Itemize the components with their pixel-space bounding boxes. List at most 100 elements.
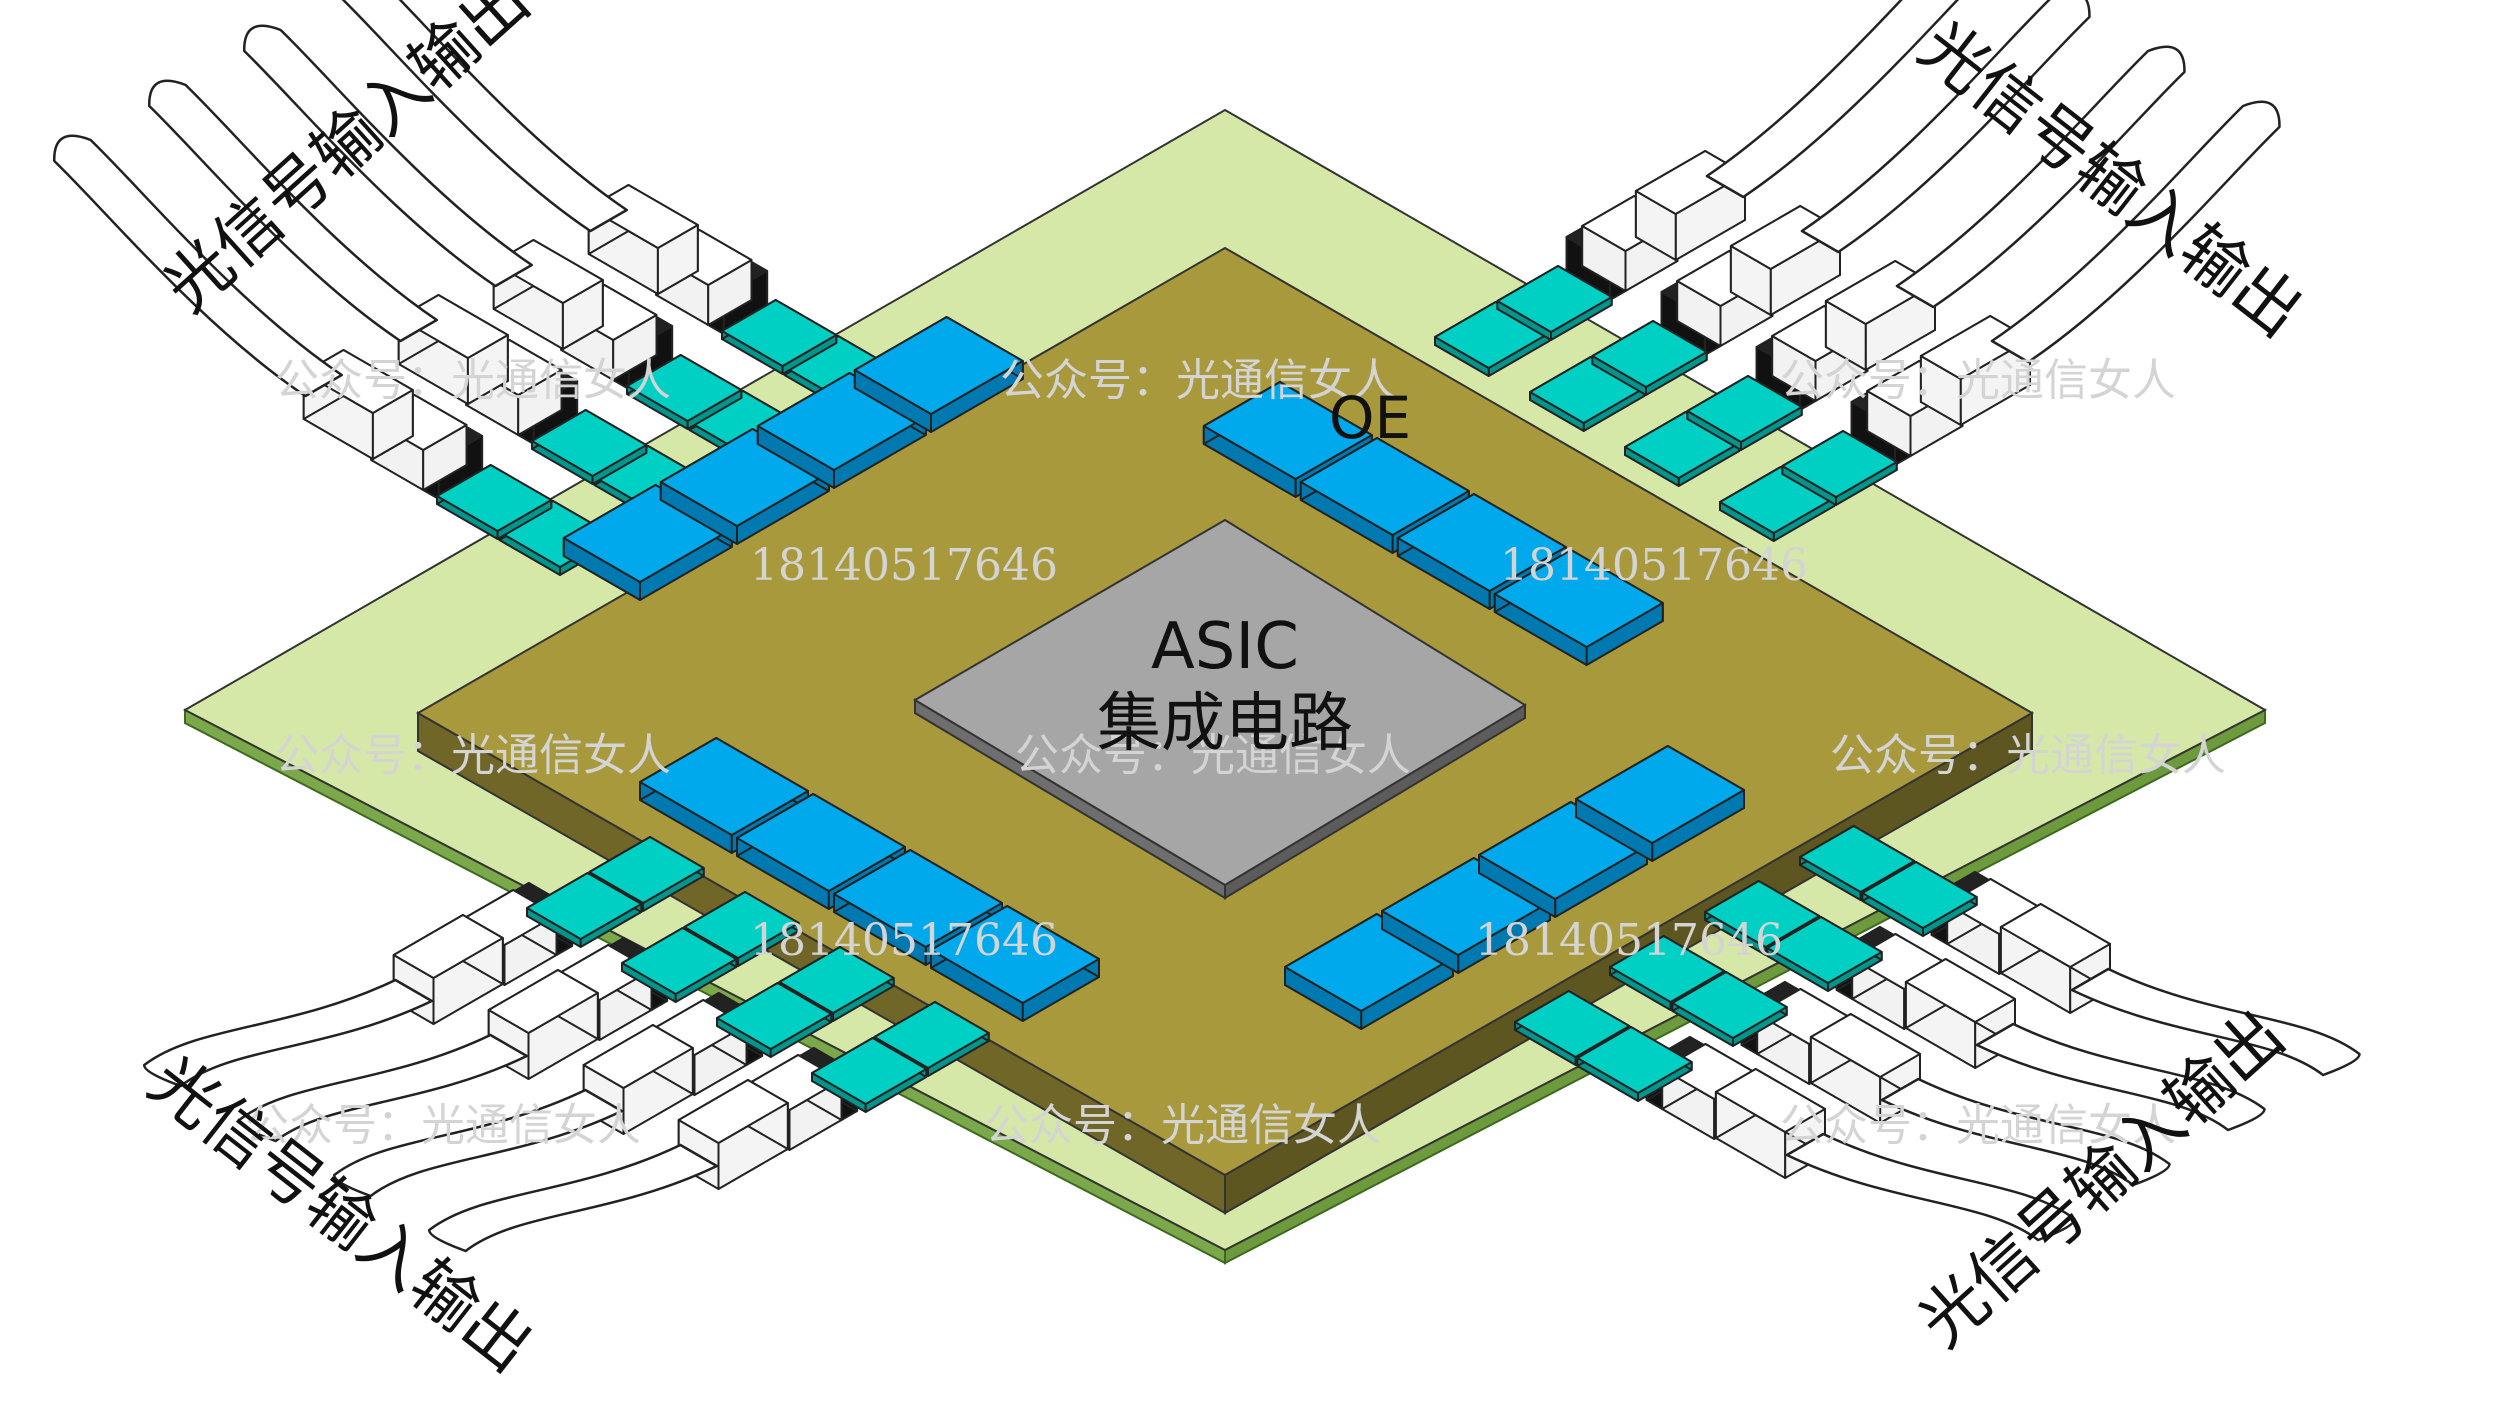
connector-pad-top <box>778 946 895 1014</box>
connector-pad <box>526 872 643 948</box>
connector-pad <box>1609 935 1726 1011</box>
connector-pad-top <box>683 891 800 959</box>
connector-housing-top <box>1809 1013 1921 1078</box>
watermark-number: 18140517646 <box>750 540 1058 591</box>
connector-pad-top <box>1766 916 1883 984</box>
connector-housing <box>487 969 599 1080</box>
oe-module <box>853 316 1024 433</box>
fiber-cable <box>1800 0 2091 254</box>
connector-housing-top <box>397 294 509 359</box>
connector-pad <box>1781 430 1898 506</box>
fiber-cable <box>333 1088 624 1198</box>
watermark-brand: 公众号：光通信女人 <box>1830 730 2226 781</box>
connector-pad-top <box>588 836 705 904</box>
fiber-assembly <box>243 24 674 390</box>
oe-module <box>1493 549 1664 666</box>
connector-housing <box>1904 958 2016 1069</box>
connector-pad-top <box>531 409 648 477</box>
connector-pad-top <box>716 982 833 1050</box>
connector-pad <box>1576 1026 1693 1102</box>
connector-housing <box>587 184 699 295</box>
fiber-cable <box>1705 0 1960 199</box>
watermark-brand: 公众号：光通信女人 <box>275 730 671 781</box>
connector-housing-top <box>302 349 414 414</box>
oe-module-top <box>1202 381 1373 480</box>
fiber-cable <box>1785 1132 2076 1242</box>
fiber-cable <box>143 978 434 1088</box>
connector-housing <box>677 1079 789 1190</box>
fiber-cable <box>238 1033 529 1143</box>
connector-pad-top <box>1576 1026 1693 1094</box>
connector-housing-top <box>1714 1068 1826 1133</box>
connector-pad <box>721 299 838 375</box>
oe-module <box>1575 745 1745 862</box>
connector-housing-top <box>1904 958 2016 1023</box>
fiber-cable <box>428 1143 719 1253</box>
connector-pad-top <box>436 464 553 532</box>
connector-housing <box>1634 150 1746 261</box>
connector-housing <box>1999 903 2111 1014</box>
connector-housing-top <box>392 914 504 979</box>
fiber-assembly <box>148 79 579 445</box>
connector-pad <box>531 409 648 485</box>
oe-module-top <box>1575 745 1745 844</box>
fiber-assembly <box>1850 100 2281 466</box>
connector-pad-top <box>1799 825 1916 893</box>
fiber-cable <box>243 24 534 288</box>
fiber-cable <box>148 79 439 343</box>
connector-housing <box>1919 315 2031 426</box>
fiber-cable <box>1975 1022 2266 1132</box>
connector-housing-top <box>582 1024 694 1089</box>
io-label-top-right: 光信号输入输出 <box>1905 7 2316 352</box>
fiber-assembly <box>1755 45 2186 411</box>
fiber-assembly <box>341 0 769 335</box>
asic-top <box>913 518 1527 887</box>
connector-pad <box>626 354 743 430</box>
fiber-assemblies <box>53 0 2361 1253</box>
watermark-number: 18140517646 <box>1500 540 1808 591</box>
connector-housing-top <box>492 239 604 304</box>
fiber-assembly <box>1930 871 2361 1077</box>
connector-pad-top <box>1496 265 1613 333</box>
watermark-number: 18140517646 <box>750 915 1058 966</box>
oe-module-top <box>853 316 1024 415</box>
fiber-assembly <box>53 134 484 500</box>
fiber-assembly <box>1645 1036 2076 1242</box>
connector-pad-top <box>626 354 743 422</box>
connector-pad-top <box>621 927 738 995</box>
connector-pad-top <box>1686 375 1803 443</box>
fiber-assembly <box>1565 0 1960 301</box>
watermark-brand: 公众号：光通信女人 <box>1780 355 2176 406</box>
fiber-assembly <box>333 992 764 1198</box>
watermark-brand: 公众号：光通信女人 <box>1015 730 1411 781</box>
connector-pads <box>436 265 1978 1113</box>
connector-housing <box>582 1024 694 1135</box>
connector-pad <box>1686 375 1803 451</box>
connector-pad <box>811 1037 928 1113</box>
oe-module-top <box>833 849 1003 948</box>
oe-module-top <box>930 905 1100 1004</box>
connector-pad-top <box>721 299 838 367</box>
oe-module <box>1396 493 1567 610</box>
connector-pad <box>1496 265 1613 341</box>
connector-housing-top <box>487 969 599 1034</box>
fiber-cable <box>341 0 629 233</box>
watermarks: 公众号：光通信女人 公众号：光通信女人 公众号：光通信女人 公众号：光通信女人 … <box>245 355 2226 1151</box>
oe-module-top <box>1396 493 1567 592</box>
connector-pad <box>436 464 553 540</box>
fiber-cable <box>53 134 344 398</box>
oe-module-top <box>639 737 809 836</box>
oe-modules <box>562 316 1745 1030</box>
connector-pad <box>621 927 738 1003</box>
connector-housing <box>492 239 604 350</box>
asic-sublabel: 集成电路 <box>1097 687 1353 761</box>
fiber-assembly <box>1740 981 2171 1187</box>
connector-pad-top <box>873 1001 990 1069</box>
oe-module-top <box>1299 437 1470 536</box>
connector-pad-top <box>526 872 643 940</box>
watermark-number: 18140517646 <box>1475 915 1783 966</box>
connector-pad-top <box>1861 861 1978 929</box>
oe-module <box>930 905 1100 1022</box>
connector-pad-top <box>1514 990 1631 1058</box>
fiber-cable <box>1990 100 2281 364</box>
